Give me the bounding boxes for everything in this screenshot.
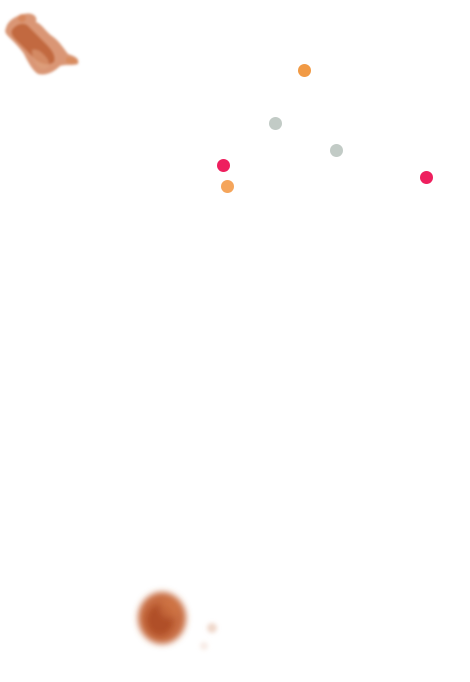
stain-bottom xyxy=(138,592,217,650)
dot-gray xyxy=(330,144,343,157)
dot-orange xyxy=(298,64,311,77)
dot-gray xyxy=(269,117,282,130)
dot-pink xyxy=(217,159,230,172)
dot-pink xyxy=(420,171,433,184)
stain-top-left xyxy=(5,13,79,75)
dot-orange xyxy=(221,180,234,193)
